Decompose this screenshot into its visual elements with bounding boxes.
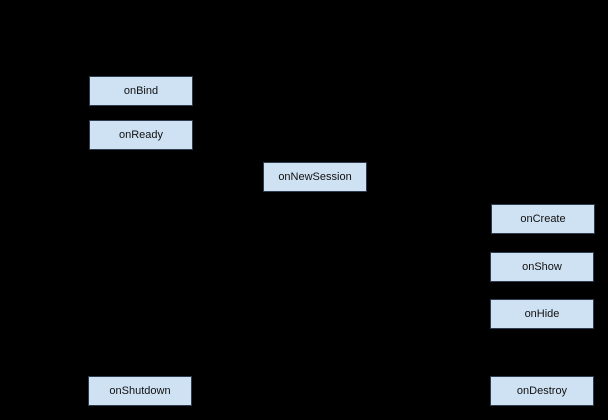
node-onready: onReady — [89, 120, 193, 150]
node-oncreate: onCreate — [491, 204, 595, 234]
node-ondestroy: onDestroy — [490, 376, 594, 406]
node-onshow: onShow — [490, 252, 594, 282]
node-onnewsession: onNewSession — [263, 162, 367, 192]
node-onshutdown: onShutdown — [88, 376, 192, 406]
node-onbind: onBind — [89, 76, 193, 106]
node-onhide: onHide — [490, 299, 594, 329]
